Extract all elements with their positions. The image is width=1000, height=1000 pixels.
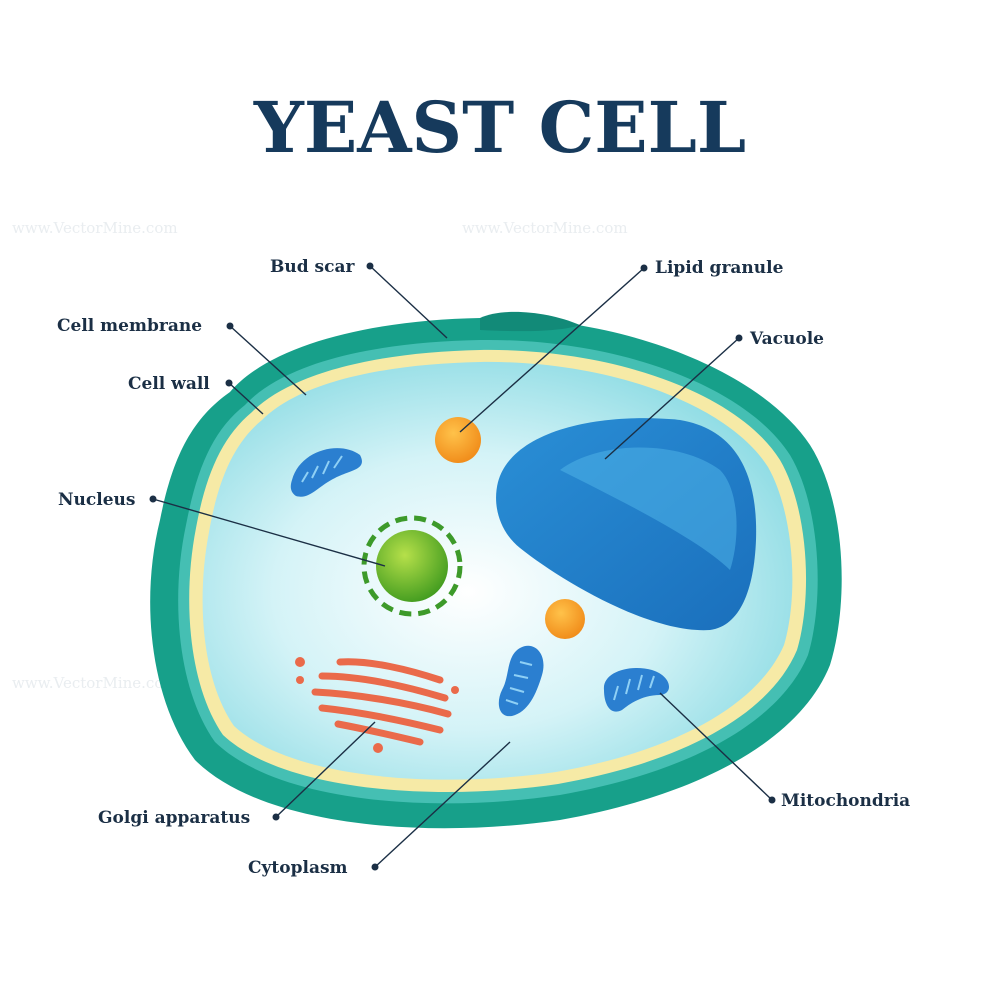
- nucleus: [376, 530, 448, 602]
- diagram-title: YEAST CELL: [253, 86, 746, 169]
- leader-dot: [272, 813, 280, 821]
- golgi-apparatus: [295, 657, 459, 753]
- leader-line-cytoplasm: [374, 741, 511, 868]
- bud-scar: [480, 311, 580, 332]
- label-golgi-apparatus: Golgi apparatus: [98, 808, 250, 828]
- lipid-granule: [545, 599, 585, 639]
- leader-dot: [371, 863, 379, 871]
- watermark: www.VectorMine.com: [12, 674, 178, 692]
- leader-dot: [226, 322, 234, 330]
- vacuole-highlight: [560, 447, 737, 570]
- label-lipid-granule: Lipid granule: [655, 258, 784, 278]
- leader-dot: [366, 262, 374, 270]
- label-cell-membrane: Cell membrane: [57, 316, 202, 336]
- watermark: www.VectorMine.com: [12, 219, 178, 237]
- mitochondrion: [290, 448, 362, 497]
- leader-line-vacuole: [604, 337, 740, 460]
- labels: Bud scar Lipid granule Cell membrane Vac…: [57, 257, 910, 878]
- leader-dot: [225, 379, 233, 387]
- leader-dot: [149, 495, 157, 503]
- leader-line-golgi-apparatus: [275, 721, 376, 818]
- leader-dot: [735, 334, 743, 342]
- leader-line-nucleus: [152, 498, 386, 567]
- leader-line-cell-membrane: [229, 325, 307, 396]
- watermark: www.VectorMine.com: [462, 219, 628, 237]
- leader-line-cell-wall: [228, 382, 264, 415]
- label-cytoplasm: Cytoplasm: [248, 858, 348, 878]
- label-mitochondria: Mitochondria: [781, 791, 910, 811]
- mitochondrion: [498, 645, 544, 717]
- lipid-granule: [435, 417, 481, 463]
- label-cell-wall: Cell wall: [128, 374, 210, 394]
- leader-lines: [149, 262, 776, 871]
- leader-dot: [768, 796, 776, 804]
- label-bud-scar: Bud scar: [270, 257, 355, 277]
- nuclear-envelope: [361, 515, 463, 617]
- leader-line-bud-scar: [369, 265, 448, 339]
- leader-line-mitochondria: [659, 692, 773, 801]
- leader-dot: [640, 264, 648, 272]
- mitochondrion: [603, 668, 670, 712]
- leader-line-lipid-granule: [459, 267, 645, 433]
- label-vacuole: Vacuole: [749, 329, 824, 349]
- label-nucleus: Nucleus: [58, 490, 135, 510]
